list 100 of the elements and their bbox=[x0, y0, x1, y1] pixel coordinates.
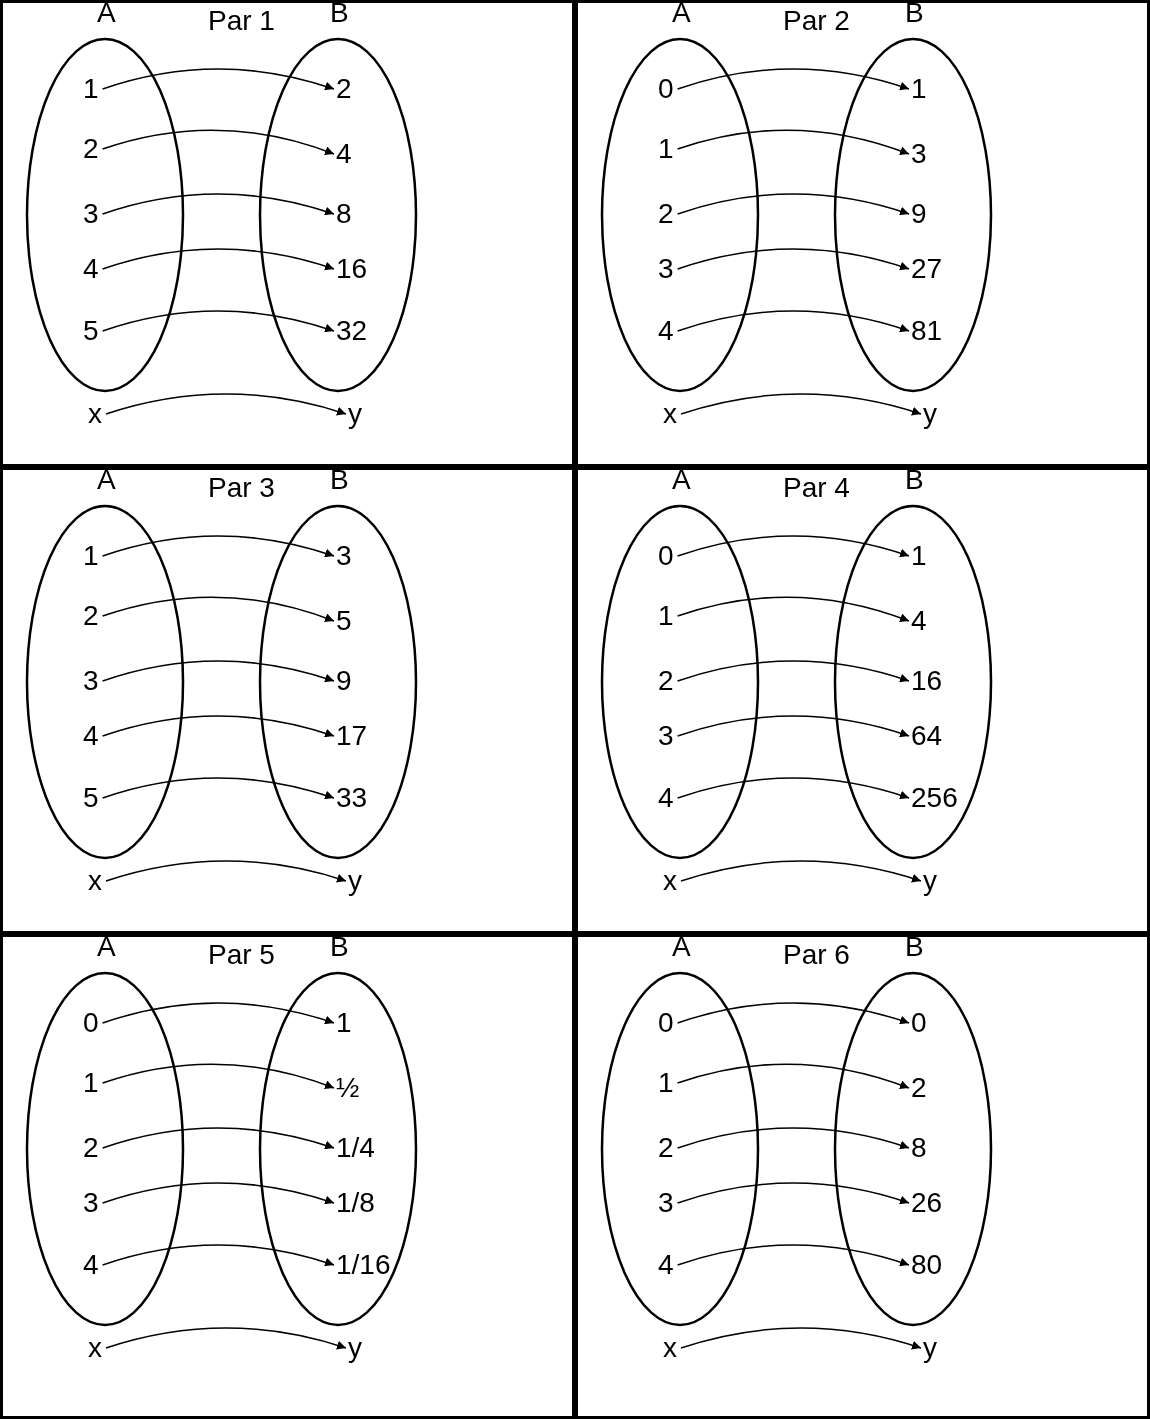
arrow bbox=[676, 1244, 910, 1267]
element-label: 1 bbox=[83, 1067, 99, 1099]
element-label: 8 bbox=[911, 1132, 927, 1164]
set-label: B bbox=[330, 0, 349, 29]
arrow bbox=[676, 1063, 910, 1090]
arrow bbox=[676, 129, 910, 156]
arrow bbox=[676, 193, 910, 216]
element-label: 9 bbox=[336, 665, 352, 697]
arrow bbox=[676, 68, 910, 91]
element-label: 17 bbox=[336, 720, 368, 752]
element-label: 4 bbox=[658, 315, 674, 347]
element-label: y bbox=[923, 865, 937, 897]
arrow bbox=[676, 715, 910, 738]
arrow bbox=[676, 535, 910, 558]
set-ellipse bbox=[258, 937, 418, 1327]
element-label: 81 bbox=[911, 315, 943, 347]
set-label: B bbox=[905, 0, 924, 29]
set-label: B bbox=[330, 931, 349, 963]
panel-cell bbox=[0, 934, 575, 1419]
element-label: 80 bbox=[911, 1249, 943, 1281]
element-label: 3 bbox=[911, 138, 927, 170]
arrow bbox=[101, 777, 335, 800]
set-label: B bbox=[905, 931, 924, 963]
set-label: A bbox=[672, 931, 691, 963]
arrow bbox=[101, 68, 335, 91]
set-ellipse bbox=[25, 937, 185, 1327]
panel-title: Par 6 bbox=[783, 939, 850, 971]
set-ellipse bbox=[833, 470, 993, 860]
element-label: 1 bbox=[83, 73, 99, 105]
element-label: 1/16 bbox=[336, 1249, 391, 1281]
set-label: A bbox=[97, 464, 116, 496]
element-label: 2 bbox=[658, 1132, 674, 1164]
set-label: B bbox=[330, 464, 349, 496]
element-label: 4 bbox=[83, 1249, 99, 1281]
element-label: 3 bbox=[83, 198, 99, 230]
element-label: 64 bbox=[911, 720, 943, 752]
set-ellipse bbox=[600, 937, 760, 1327]
element-label: 8 bbox=[336, 198, 352, 230]
element-label: x bbox=[663, 865, 677, 897]
element-label: 1 bbox=[658, 600, 674, 632]
arrow bbox=[105, 860, 347, 883]
set-ellipse bbox=[258, 3, 418, 393]
element-label: 1 bbox=[911, 540, 927, 572]
set-ellipse bbox=[600, 3, 760, 393]
element-label: 32 bbox=[336, 315, 368, 347]
element-label: 3 bbox=[658, 1187, 674, 1219]
element-label: 3 bbox=[336, 540, 352, 572]
arrow bbox=[676, 1002, 910, 1025]
element-label: 27 bbox=[911, 253, 943, 285]
panel-title: Par 5 bbox=[208, 939, 275, 971]
element-label: ½ bbox=[336, 1072, 360, 1104]
arrow bbox=[676, 1182, 910, 1205]
arrow bbox=[101, 248, 335, 271]
element-label: 4 bbox=[658, 782, 674, 814]
set-label: A bbox=[97, 0, 116, 29]
element-label: x bbox=[663, 398, 677, 430]
element-label: 2 bbox=[83, 1132, 99, 1164]
element-label: 1 bbox=[658, 1067, 674, 1099]
arrow bbox=[101, 1002, 335, 1025]
arrow bbox=[101, 310, 335, 333]
element-label: 4 bbox=[336, 138, 352, 170]
panel-cell bbox=[575, 0, 1150, 467]
panel-title: Par 1 bbox=[208, 5, 275, 37]
element-label: 5 bbox=[83, 782, 99, 814]
panel-cell bbox=[575, 934, 1150, 1419]
panel-title: Par 4 bbox=[783, 472, 850, 504]
arrow bbox=[105, 393, 347, 416]
element-label: 0 bbox=[658, 540, 674, 572]
element-label: 2 bbox=[658, 198, 674, 230]
element-label: 9 bbox=[911, 198, 927, 230]
element-label: 4 bbox=[911, 605, 927, 637]
element-label: 2 bbox=[83, 133, 99, 165]
set-label: A bbox=[672, 0, 691, 29]
element-label: 1 bbox=[83, 540, 99, 572]
arrow bbox=[101, 596, 335, 623]
arrow bbox=[676, 777, 910, 800]
element-label: 3 bbox=[658, 720, 674, 752]
element-label: 0 bbox=[658, 1007, 674, 1039]
set-label: A bbox=[672, 464, 691, 496]
element-label: y bbox=[348, 398, 362, 430]
arrow bbox=[676, 660, 910, 683]
set-ellipse bbox=[25, 470, 185, 860]
arrow bbox=[101, 193, 335, 216]
element-label: 5 bbox=[336, 605, 352, 637]
element-label: 26 bbox=[911, 1187, 943, 1219]
element-label: 2 bbox=[658, 665, 674, 697]
element-label: 33 bbox=[336, 782, 368, 814]
arrow bbox=[101, 1244, 335, 1267]
set-ellipse bbox=[25, 3, 185, 393]
element-label: x bbox=[88, 1332, 102, 1364]
panel-cell bbox=[575, 467, 1150, 934]
arrow bbox=[101, 1127, 335, 1150]
panel-title: Par 3 bbox=[208, 472, 275, 504]
set-label: A bbox=[97, 931, 116, 963]
arrow bbox=[105, 1327, 347, 1350]
element-label: 2 bbox=[911, 1072, 927, 1104]
element-label: 256 bbox=[911, 782, 958, 814]
panel-cell bbox=[0, 467, 575, 934]
element-label: 3 bbox=[83, 1187, 99, 1219]
element-label: x bbox=[663, 1332, 677, 1364]
